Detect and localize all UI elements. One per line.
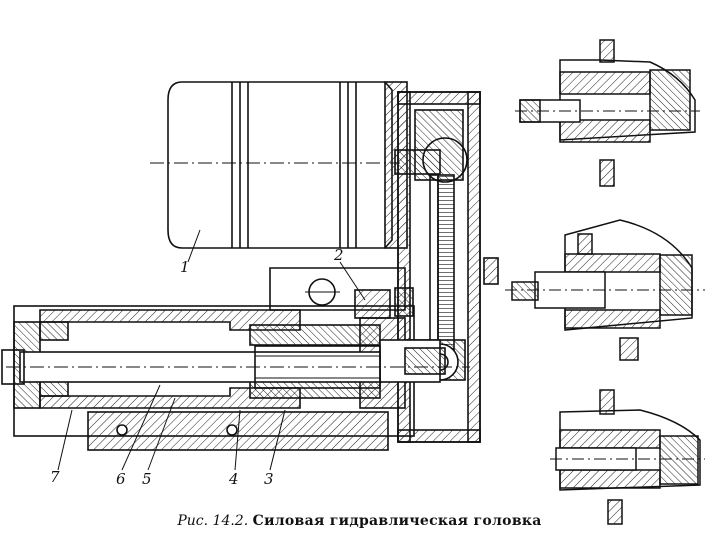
electric-motor <box>150 81 408 249</box>
label-7: 7 <box>50 468 60 486</box>
detail-view-middle <box>505 219 705 361</box>
support-bracket <box>269 267 414 319</box>
leader-lines <box>57 229 366 471</box>
label-6: 6 <box>116 470 126 488</box>
figure-caption: Рис. 14.2. Силовая гидравлическая головк… <box>0 513 719 529</box>
label-5: 5 <box>142 470 152 488</box>
figure-title: Силовая гидравлическая головка <box>252 513 542 529</box>
label-2: 2 <box>334 246 344 264</box>
piston-rod <box>1 345 470 389</box>
label-4: 4 <box>229 470 239 488</box>
gear-housing <box>394 91 499 443</box>
detail-view-top <box>515 39 700 187</box>
label-3: 3 <box>264 470 274 488</box>
label-1: 1 <box>180 258 190 276</box>
figure-number: Рис. 14.2. <box>177 513 249 529</box>
detail-view-bottom <box>550 389 705 525</box>
